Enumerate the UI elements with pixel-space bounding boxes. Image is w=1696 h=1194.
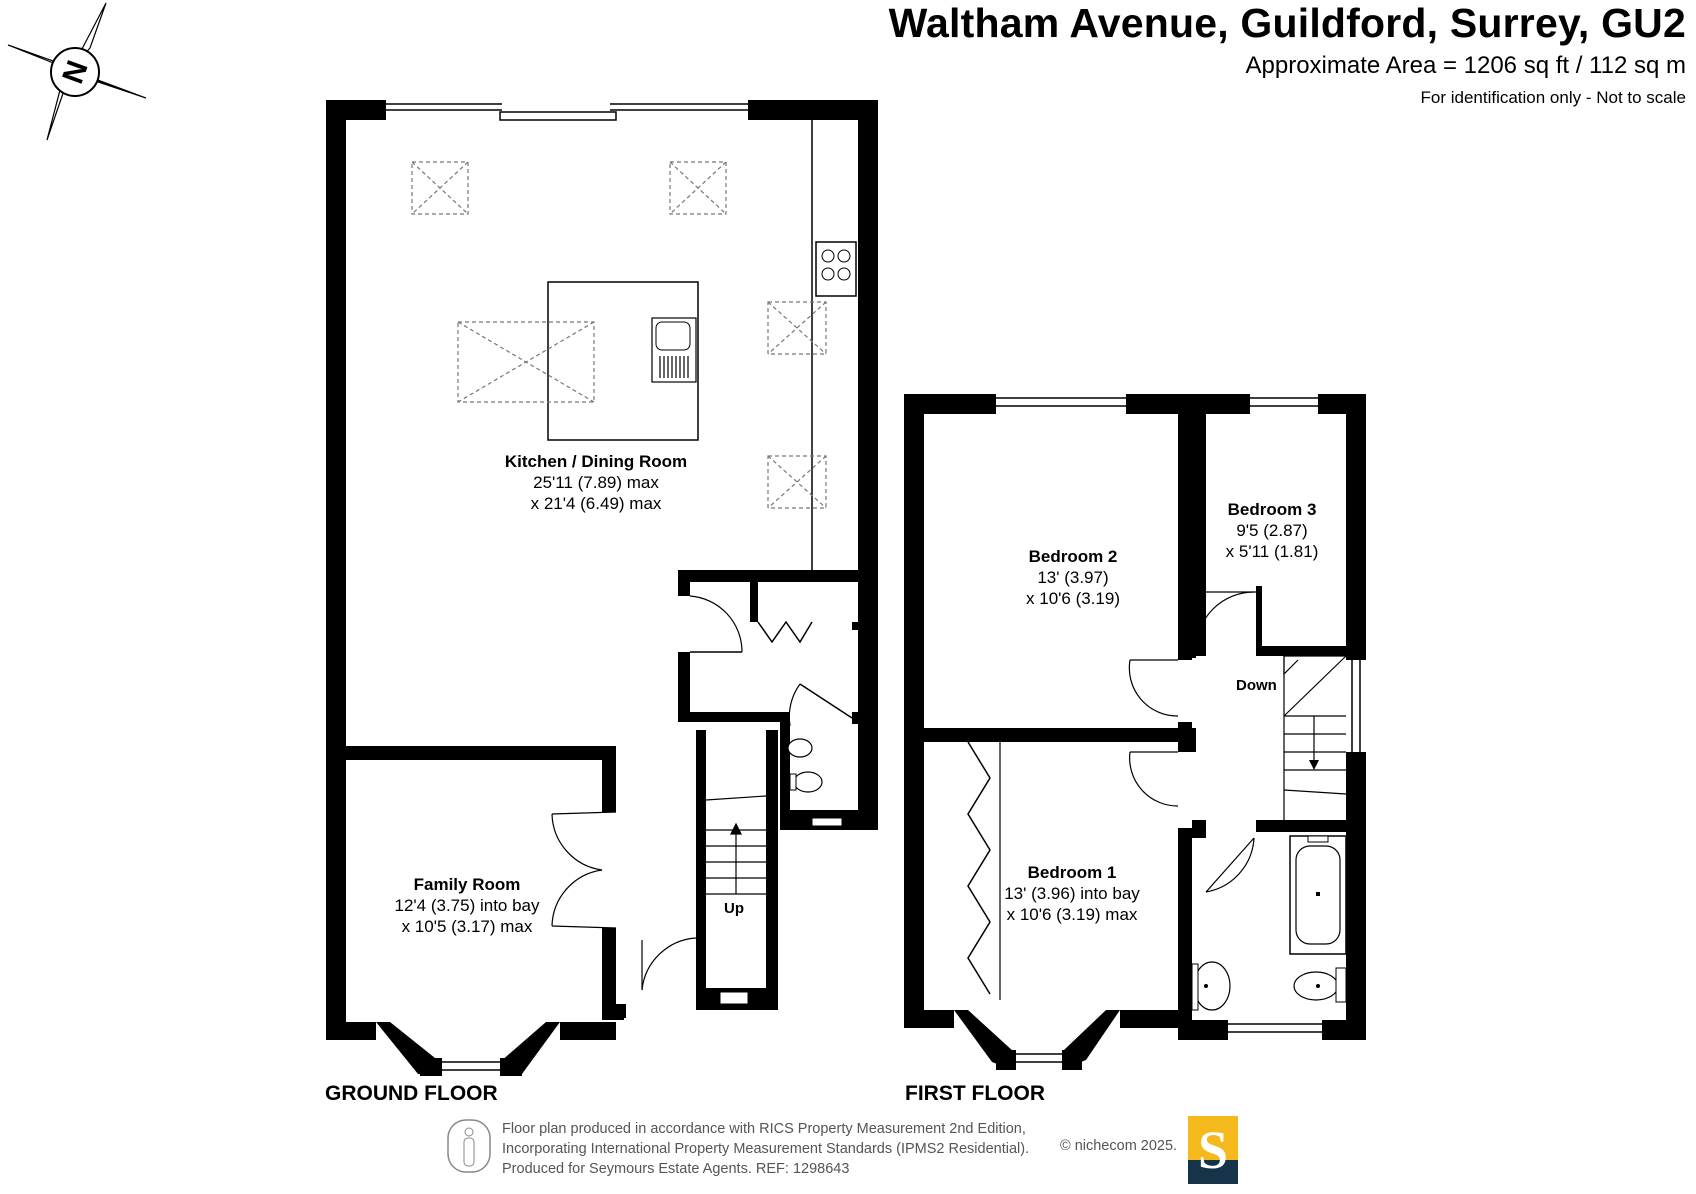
footer-notes: Floor plan produced in accordance with R… [502,1119,1029,1179]
first-floor-label: FIRST FLOOR [905,1082,1045,1105]
room-dimension: x 10'6 (3.19) max [1006,905,1138,924]
room-dimension: 9'5 (2.87) [1236,521,1308,540]
logo-letter: S [1197,1120,1229,1180]
scale-disclaimer: For identification only - Not to scale [1420,88,1686,107]
footer-line: Produced for Seymours Estate Agents. REF… [502,1161,850,1177]
person-icon [447,1119,491,1173]
copyright-text: © nichecom 2025. [1060,1138,1178,1154]
room-dimension: x 10'5 (3.17) max [401,917,533,936]
room-bedroom-2: Bedroom 2 13' (3.97) x 10'6 (3.19) [1026,546,1120,609]
first-floor-plan [904,394,1366,1070]
room-dimension: 13' (3.97) [1037,568,1109,587]
room-bedroom-3: Bedroom 3 9'5 (2.87) x 5'11 (1.81) [1226,499,1319,562]
ground-floor-label: GROUND FLOOR [325,1082,498,1105]
room-dimension: 25'11 (7.89) max [533,473,659,492]
room-dimension: x 5'11 (1.81) [1225,542,1319,561]
room-name: Bedroom 3 [1227,500,1317,519]
room-name: Bedroom 2 [1028,547,1118,566]
room-dimension: 12'4 (3.75) into bay [394,896,540,915]
ground-floor-plan [326,100,878,1076]
area-summary: Approximate Area = 1206 sq ft / 112 sq m [1245,52,1686,79]
room-dimension: x 21'4 (6.49) max [530,494,662,513]
room-bedroom-1: Bedroom 1 13' (3.96) into bay x 10'6 (3.… [1004,862,1140,925]
north-arrow-icon: N [7,2,147,141]
footer-line: Incorporating International Property Mea… [502,1141,1030,1157]
footer-line: Floor plan produced in accordance with R… [502,1121,1026,1137]
room-dimension: 13' (3.96) into bay [1004,884,1140,903]
seymours-logo: S [1188,1116,1238,1184]
room-family: Family Room 12'4 (3.75) into bay x 10'5 … [394,874,539,937]
room-dimension: x 10'6 (3.19) [1026,589,1120,608]
page-title: Waltham Avenue, Guildford, Surrey, GU2 [888,0,1686,46]
room-name: Family Room [413,875,521,894]
room-name: Bedroom 1 [1027,863,1117,882]
stairs-down-label: Down [1236,677,1277,694]
room-name: Kitchen / Dining Room [504,452,688,471]
stairs-up-label: Up [724,900,744,917]
room-kitchen-dining: Kitchen / Dining Room 25'11 (7.89) max x… [505,451,687,514]
